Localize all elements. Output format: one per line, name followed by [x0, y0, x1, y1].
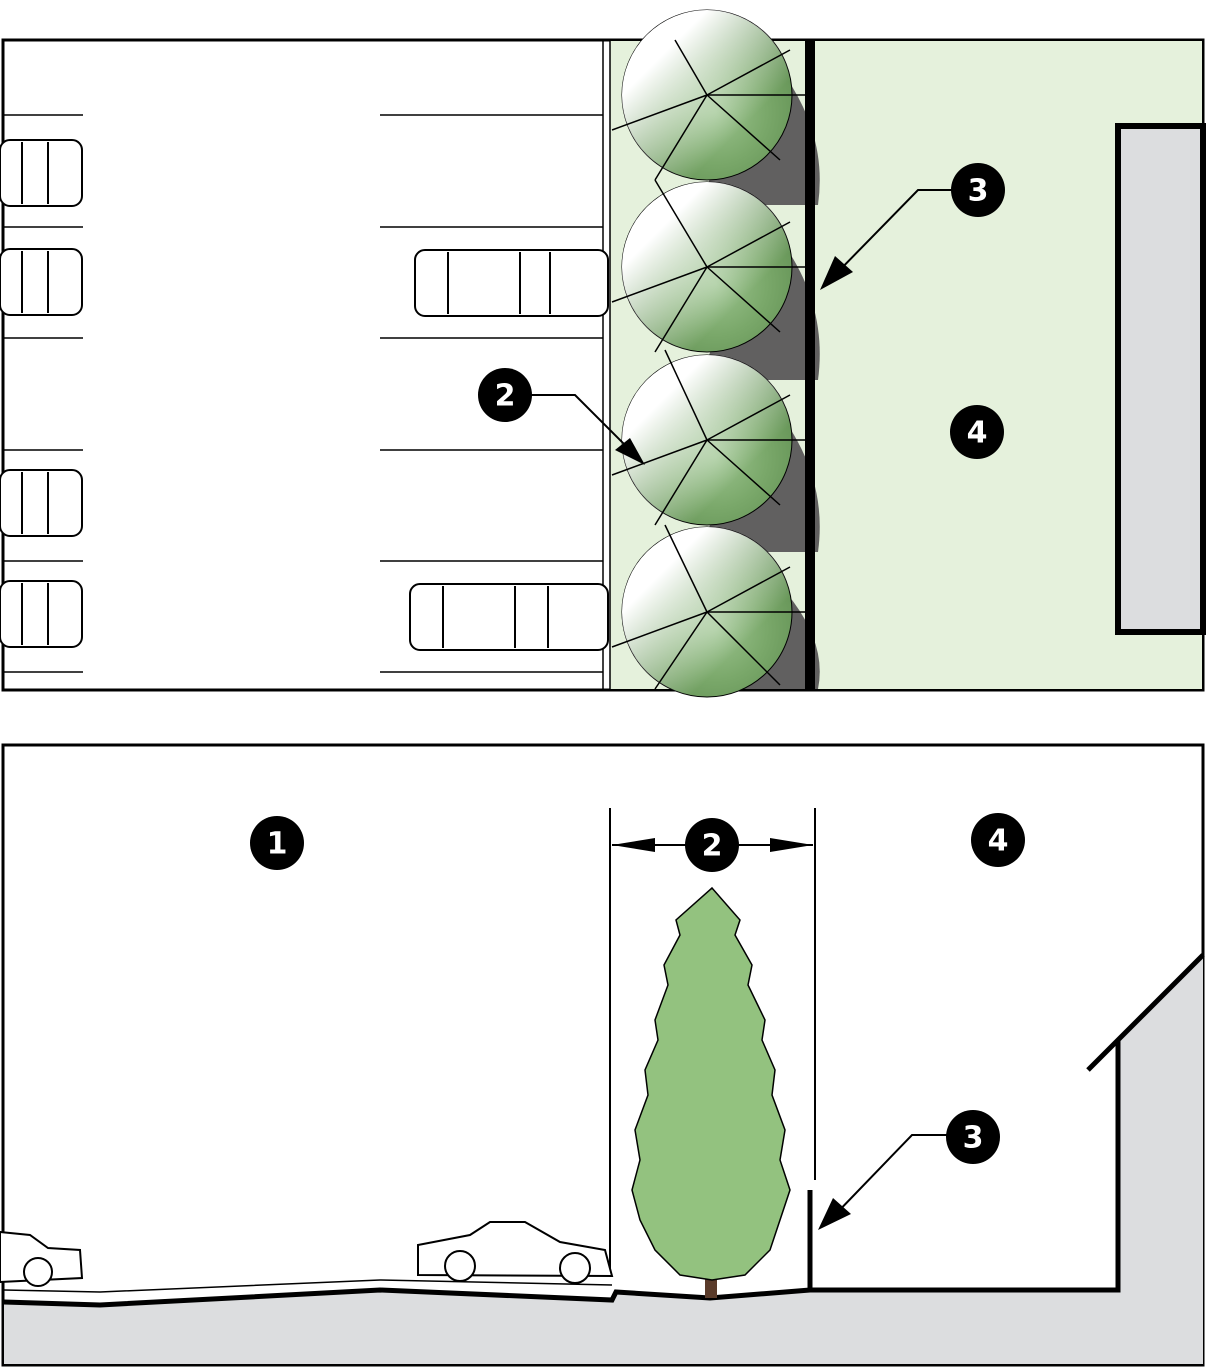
callout-4-section: 4 [971, 813, 1025, 867]
section-cars [0, 1221, 614, 1287]
svg-text:3: 3 [968, 174, 989, 209]
tree-canopies [611, 9, 820, 698]
fence-wall [805, 40, 815, 690]
dimension-2: 2 [612, 818, 813, 872]
svg-text:2: 2 [495, 379, 516, 414]
svg-text:3: 3 [963, 1121, 984, 1156]
svg-text:1: 1 [267, 827, 288, 862]
callout-3-section: 3 [818, 1110, 1000, 1230]
svg-text:2: 2 [702, 829, 723, 864]
section-view: 2 1 3 4 [0, 743, 1205, 1367]
cypress-tree [631, 886, 791, 1298]
svg-text:4: 4 [988, 824, 1009, 859]
callout-1-section: 1 [250, 816, 304, 870]
plan-view: 2 3 4 [0, 9, 1206, 698]
ground [4, 955, 1203, 1364]
callout-4-plan: 4 [950, 405, 1004, 459]
callout-3-plan: 3 [820, 163, 1005, 290]
parking-stripes [3, 114, 603, 673]
building [1115, 123, 1206, 635]
svg-text:4: 4 [967, 416, 988, 451]
parked-cars [0, 139, 609, 651]
callout-2-plan: 2 [478, 368, 645, 465]
